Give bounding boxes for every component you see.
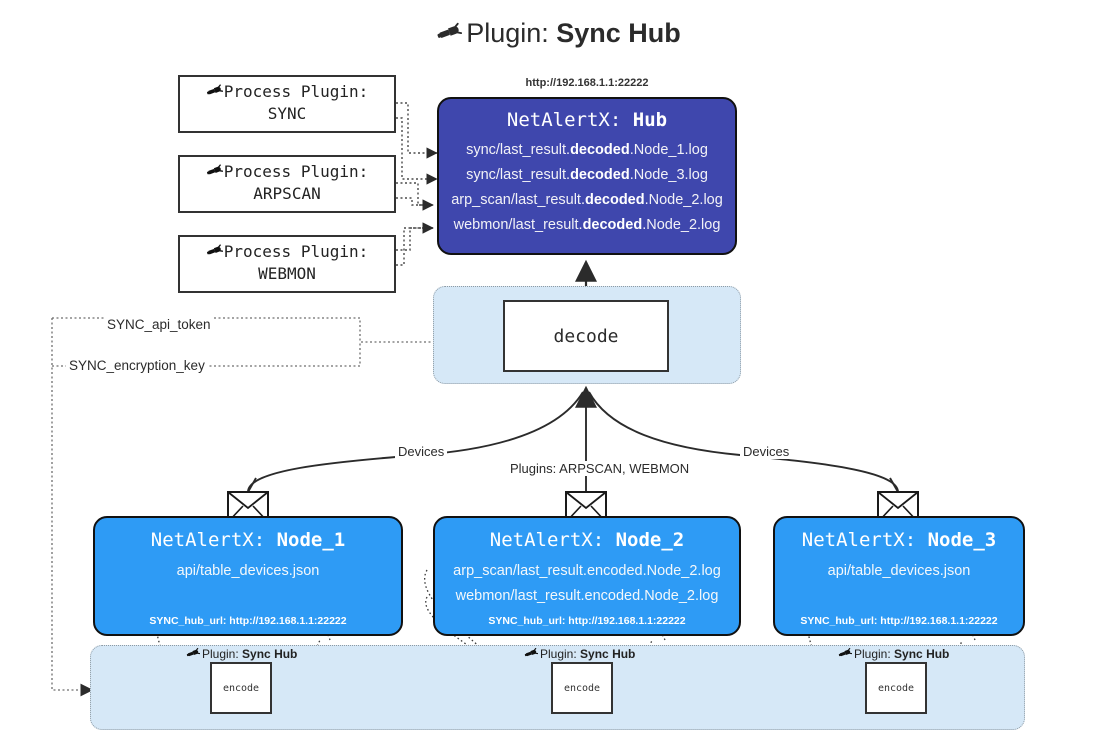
- process-plugin-label: Process Plugin:: [223, 82, 369, 101]
- plug-icon: [838, 646, 853, 663]
- node-title-prefix: NetAlertX:: [489, 529, 605, 551]
- log-mid: decoded: [570, 166, 630, 183]
- plug-icon: [206, 162, 223, 184]
- node-title-value: Node_3: [927, 529, 997, 551]
- node-box-node-3[interactable]: NetAlertX: Node_3 api/table_devices.json…: [773, 516, 1025, 636]
- node-line: arp_scan/last_result.encoded.Node_2.log: [453, 563, 721, 579]
- process-plugin-label: Process Plugin:: [223, 162, 369, 181]
- node-title-value: Node_1: [276, 529, 346, 551]
- node-line: webmon/last_result.encoded.Node_2.log: [455, 587, 719, 604]
- node-line: api/table_devices.json: [827, 563, 971, 579]
- log-pre: arp_scan/last_result.: [451, 191, 585, 208]
- decode-box[interactable]: decode: [503, 300, 669, 372]
- edge-label-devices-right: Devices: [740, 444, 793, 459]
- node-box-node-1[interactable]: NetAlertX: Node_1 api/table_devices.json…: [93, 516, 403, 636]
- node-box-node-2[interactable]: NetAlertX: Node_2 arp_scan/last_result.e…: [433, 516, 741, 636]
- process-plugin-box-sync[interactable]: Process Plugin: SYNC: [178, 75, 396, 133]
- hub-title-value: Hub: [632, 109, 668, 131]
- log-pre: sync/last_result.: [466, 142, 571, 158]
- encode-box-1[interactable]: encode: [210, 662, 272, 714]
- node-title-prefix: NetAlertX:: [801, 529, 917, 551]
- log-post: .Node_2.log: [644, 191, 723, 208]
- page-title-value: Sync Hub: [556, 18, 681, 48]
- plug-icon: [206, 242, 223, 264]
- label-sync-api-token: SYNC_api_token: [104, 317, 214, 332]
- hub-log-line: arp_scan/last_result.decoded.Node_2.log: [439, 188, 735, 213]
- hub-node[interactable]: NetAlertX: Hub sync/last_result.decoded.…: [437, 97, 737, 255]
- log-pre: webmon/last_result.: [453, 216, 583, 233]
- encode-plugin-label-1: Plugin: Sync Hub: [186, 646, 297, 663]
- process-plugin-value: WEBMON: [258, 264, 316, 283]
- encode-plugin-value: Sync Hub: [242, 647, 298, 661]
- plug-icon: [524, 646, 539, 663]
- log-post: .Node_2.log: [642, 216, 721, 233]
- process-plugin-value: ARPSCAN: [253, 184, 321, 203]
- node-title: NetAlertX: Node_1: [95, 529, 401, 551]
- encode-box-3[interactable]: encode: [865, 662, 927, 714]
- hub-log-list: sync/last_result.decoded.Node_1.log sync…: [439, 138, 735, 238]
- plug-icon: [206, 82, 223, 104]
- process-plugin-value: SYNC: [267, 104, 307, 123]
- plug-icon: [436, 19, 463, 52]
- encode-plugin-text: Plugin:: [202, 647, 239, 661]
- edge-label-devices-left: Devices: [395, 444, 448, 459]
- node-title: NetAlertX: Node_3: [775, 529, 1023, 551]
- encode-plugin-value: Sync Hub: [580, 647, 636, 661]
- encode-plugin-value: Sync Hub: [894, 647, 950, 661]
- edge-label-plugins-center: Plugins: ARPSCAN, WEBMON: [507, 461, 693, 476]
- encode-plugin-text: Plugin:: [540, 647, 577, 661]
- node-line-list: api/table_devices.json: [95, 559, 401, 584]
- process-plugin-box-webmon[interactable]: Process Plugin: WEBMON: [178, 235, 396, 293]
- node-title: NetAlertX: Node_2: [435, 529, 739, 551]
- encode-box-2[interactable]: encode: [551, 662, 613, 714]
- plug-icon: [186, 646, 201, 663]
- log-pre: sync/last_result.: [466, 166, 571, 183]
- page-title-label: Plugin:: [466, 18, 549, 48]
- node-title-prefix: NetAlertX:: [150, 529, 266, 551]
- node-hub-url: SYNC_hub_url: http://192.168.1.1:22222: [149, 615, 347, 627]
- node-hub-url: SYNC_hub_url: http://192.168.1.1:22222: [488, 615, 686, 627]
- hub-title: NetAlertX: Hub: [439, 109, 735, 131]
- node-line-list: arp_scan/last_result.encoded.Node_2.log …: [435, 559, 739, 608]
- log-mid: decoded: [584, 191, 645, 208]
- page-title: Plugin: Sync Hub: [0, 18, 1117, 52]
- log-post: .Node_1.log: [629, 142, 708, 158]
- hub-title-prefix: NetAlertX:: [506, 109, 622, 131]
- hub-url: http://192.168.1.1:22222: [525, 77, 649, 89]
- log-mid: decoded: [570, 142, 630, 158]
- encode-plugin-label-2: Plugin: Sync Hub: [524, 646, 635, 663]
- log-post: .Node_3.log: [629, 166, 708, 183]
- node-line: api/table_devices.json: [176, 563, 320, 579]
- process-plugin-label: Process Plugin:: [223, 242, 369, 261]
- hub-log-line: sync/last_result.decoded.Node_1.log: [439, 138, 735, 163]
- node-line-list: api/table_devices.json: [775, 559, 1023, 584]
- process-plugin-box-arpscan[interactable]: Process Plugin: ARPSCAN: [178, 155, 396, 213]
- encode-plugin-label-3: Plugin: Sync Hub: [838, 646, 949, 663]
- hub-log-line: webmon/last_result.decoded.Node_2.log: [439, 213, 735, 238]
- label-sync-encryption-key: SYNC_encryption_key: [66, 358, 208, 373]
- encode-plugin-text: Plugin:: [854, 647, 891, 661]
- node-hub-url: SYNC_hub_url: http://192.168.1.1:22222: [800, 615, 998, 627]
- node-title-value: Node_2: [615, 529, 685, 551]
- log-mid: decoded: [582, 216, 643, 233]
- hub-log-line: sync/last_result.decoded.Node_3.log: [439, 163, 735, 188]
